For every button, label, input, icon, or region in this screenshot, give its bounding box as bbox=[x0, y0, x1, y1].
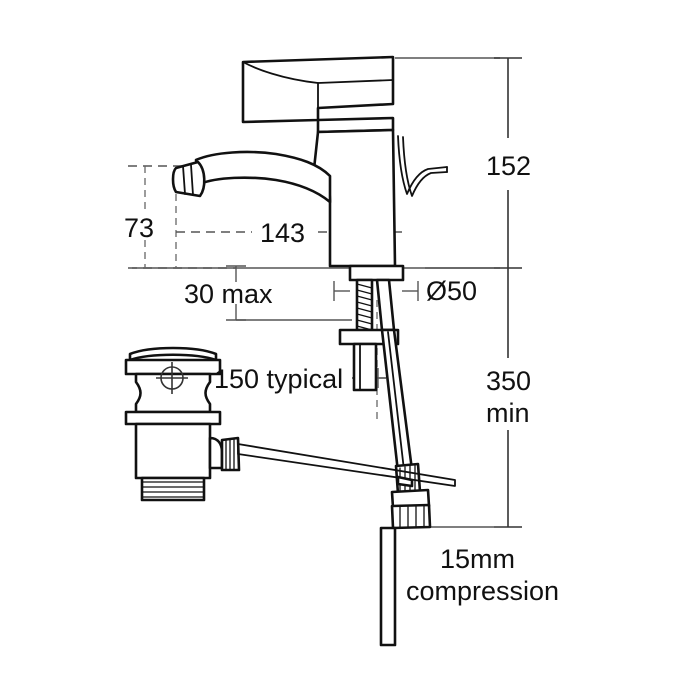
linkage-rod-clip bbox=[396, 475, 414, 488]
waste-lower-flange bbox=[124, 410, 222, 426]
dimension-label-min: min bbox=[486, 398, 530, 428]
pop-up-linkage-rod bbox=[237, 443, 456, 487]
supply-tail-centre-edge bbox=[387, 331, 405, 471]
waste-pivot-boss bbox=[208, 436, 224, 470]
dimension-text-group: 152 73 143 30 max Ø50 150 typical 350 mi… bbox=[124, 151, 559, 606]
dimension-label-30-max: 30 max bbox=[184, 279, 273, 309]
pivot-nut-knurl bbox=[225, 438, 235, 471]
pop-up-lift-rod-back bbox=[402, 136, 448, 197]
dimension-label-150-typical: 150 typical bbox=[214, 364, 343, 394]
tap-hole-plate bbox=[348, 264, 405, 282]
note-label-compression: compression bbox=[406, 576, 559, 606]
waste-thread-hatch bbox=[141, 481, 205, 498]
dimension-label-152: 152 bbox=[486, 151, 531, 181]
compression-nut-knurl bbox=[399, 505, 425, 528]
waste-barrel bbox=[134, 372, 212, 414]
waste-body-tube bbox=[134, 422, 212, 480]
pop-up-lift-rod bbox=[397, 135, 448, 195]
copper-supply-pipe bbox=[379, 526, 397, 647]
dimension-label-73: 73 bbox=[124, 213, 154, 243]
dimension-label-350: 350 bbox=[486, 366, 531, 396]
spout-outlet-ring-2 bbox=[190, 164, 194, 196]
mixer-tap-assembly bbox=[171, 55, 448, 647]
pop-up-waste-assembly bbox=[124, 346, 456, 502]
spout-arm bbox=[194, 150, 332, 204]
note-label-15mm: 15mm bbox=[440, 544, 515, 574]
dimension-label-143: 143 bbox=[260, 218, 305, 248]
stud-bolt bbox=[352, 342, 378, 392]
compression-nut-lower bbox=[390, 503, 432, 530]
dimension-label-d50: Ø50 bbox=[426, 276, 477, 306]
threaded-shank-thread-hatch bbox=[356, 283, 373, 331]
spout-outlet bbox=[171, 160, 206, 198]
dimension-lines-group bbox=[128, 57, 522, 528]
waste-thread bbox=[140, 476, 206, 502]
spout-outlet-ring-1 bbox=[182, 165, 186, 195]
